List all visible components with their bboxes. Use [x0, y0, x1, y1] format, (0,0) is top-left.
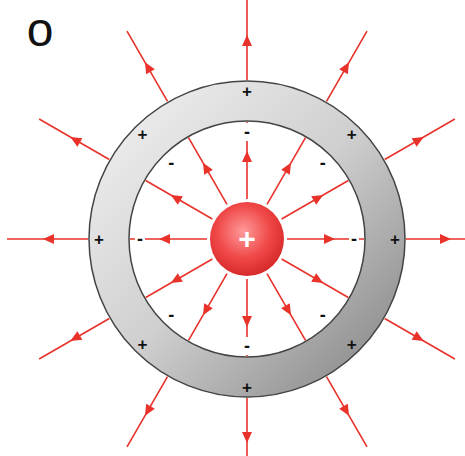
field-line [282, 259, 349, 298]
induced-negative-charge: - [242, 337, 252, 355]
field-line [267, 274, 306, 341]
field-line [327, 31, 368, 101]
field-arrowhead [242, 151, 252, 162]
induced-positive-charge: + [137, 335, 147, 352]
field-arrowhead [412, 137, 424, 147]
field-arrowhead [145, 404, 155, 416]
induced-negative-charge: - [166, 154, 176, 172]
induced-negative-charge: - [242, 123, 252, 141]
induced-positive-charge: + [390, 231, 400, 248]
induced-positive-charge: + [94, 231, 104, 248]
conducting-shell [89, 81, 405, 397]
field-arrowhead [70, 331, 82, 341]
induced-positive-charge: + [347, 126, 357, 143]
field-arrowhead [324, 234, 335, 244]
field-line [327, 377, 368, 447]
field-arrowhead [159, 234, 170, 244]
field-arrowhead [242, 35, 252, 46]
field-arrowhead [203, 303, 213, 315]
field-arrowhead [242, 432, 252, 443]
induced-positive-charge: + [242, 379, 252, 396]
field-line [246, 398, 248, 456]
field-line [146, 181, 213, 220]
field-line [39, 319, 109, 360]
field-arrowhead [203, 163, 213, 175]
field-arrowhead [440, 234, 451, 244]
sphere-fill [210, 202, 284, 276]
induced-negative-charge: - [318, 154, 328, 172]
field-line [127, 377, 168, 447]
field-arrowhead [43, 234, 54, 244]
field-arrowhead [281, 303, 291, 315]
field-arrowhead [171, 273, 183, 283]
field-arrowhead [339, 62, 349, 74]
induced-negative-charge: - [318, 306, 328, 324]
field-line [385, 319, 455, 360]
field-line [282, 181, 349, 220]
field-line [146, 259, 213, 298]
field-arrowhead [311, 195, 323, 205]
field-arrowhead [70, 137, 82, 147]
field-line [189, 138, 228, 205]
induced-positive-charge: + [242, 83, 252, 100]
field-line [127, 31, 168, 101]
field-line [385, 119, 455, 160]
induced-negative-charge: - [349, 230, 359, 248]
field-line [189, 274, 228, 341]
heading-fragment: o [27, 6, 54, 54]
field-arrowhead [412, 331, 424, 341]
field-line [406, 238, 465, 240]
field-line [267, 138, 306, 205]
induced-positive-charge: + [137, 126, 147, 143]
induced-negative-charge: - [166, 306, 176, 324]
charged-sphere: + [210, 202, 284, 276]
field-arrowhead [339, 404, 349, 416]
induced-negative-charge: - [135, 230, 145, 248]
field-arrowhead [171, 195, 183, 205]
field-arrowhead [145, 62, 155, 74]
field-line [39, 119, 109, 160]
field-arrowhead [281, 163, 291, 175]
induced-positive-charge: + [347, 335, 357, 352]
charge-sign: + [238, 224, 256, 254]
field-arrowhead [311, 273, 323, 283]
field-arrowhead [242, 316, 252, 327]
